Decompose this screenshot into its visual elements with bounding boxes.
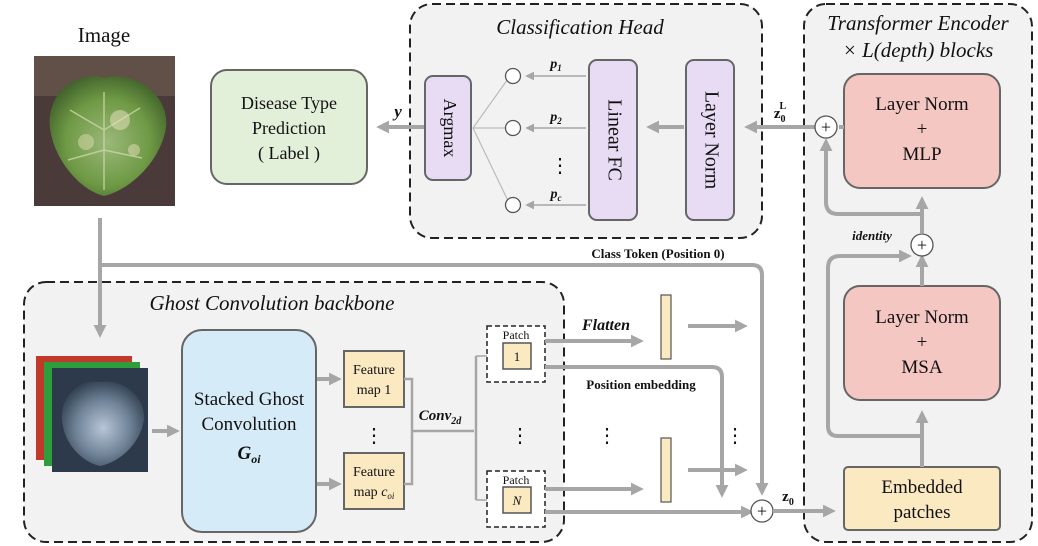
patch-n-number: N — [512, 493, 523, 508]
flat-ellipsis: ⋮ — [597, 425, 617, 447]
pc-label: pc — [550, 187, 562, 203]
output-node-2 — [504, 119, 522, 137]
identity-skip-1 — [826, 249, 922, 438]
fm1-line-2: map 1 — [357, 383, 392, 398]
p2-label: p2 — [549, 110, 562, 126]
fan-line-3 — [472, 127, 511, 206]
flatten-label: Flatten — [581, 317, 630, 334]
p1-label: p1 — [549, 57, 562, 73]
position-embedding-arrow — [545, 365, 729, 498]
stacked-line-2: Convolution — [201, 414, 297, 435]
add-node-2-label: + — [917, 235, 927, 255]
image-label: Image — [78, 23, 130, 47]
flat-vector-n — [660, 437, 672, 503]
encoder-title-1: Transformer Encoder — [827, 11, 1009, 35]
out-ellipsis: ⋮ — [725, 425, 745, 447]
output-node-1 — [504, 67, 522, 85]
ln-mlp-line-2: + — [917, 119, 928, 140]
identity-skip-2 — [819, 138, 922, 216]
fm-ellipsis: ⋮ — [364, 425, 384, 447]
encoder-title-2: × L(depth) blocks — [843, 38, 994, 62]
disease-line-1: Disease Type — [241, 93, 337, 113]
embedded-line-1: Embedded — [881, 477, 963, 498]
stacked-line-1: Stacked Ghost — [194, 389, 305, 410]
stacked-ghost-box — [181, 329, 317, 533]
fm1-line-1: Feature — [353, 363, 395, 378]
patch-1-cell — [502, 342, 532, 370]
linear-fc-label: Linear FC — [603, 99, 625, 181]
argmax-label: Argmax — [440, 99, 460, 158]
z0L-label: z0L — [774, 101, 787, 125]
patch-1-number: 1 — [514, 349, 521, 364]
backbone-title: Ghost Convolution backbone — [150, 291, 395, 315]
disease-prediction-box — [210, 69, 368, 185]
ln-msa-line-2: + — [917, 332, 928, 353]
fan-line-1 — [472, 75, 511, 129]
add-node-2 — [910, 233, 934, 257]
z0-label: z0 — [782, 489, 794, 508]
conv2d-label: Conv2d — [419, 408, 463, 427]
rgb-channel-stack — [36, 356, 148, 472]
layer-norm-label: Layer Norm — [700, 91, 722, 190]
fmc-line-2: map coi — [354, 485, 395, 501]
ln-mlp-line-1: Layer Norm — [875, 94, 969, 115]
ln-msa-line-3: MSA — [901, 357, 942, 378]
disease-line-3: ( Label ) — [258, 143, 320, 164]
add-node-1-label: + — [821, 117, 831, 137]
patch-ellipsis: ⋮ — [510, 425, 530, 447]
fmc-line-1: Feature — [353, 465, 395, 480]
feature-map-1-box — [343, 350, 405, 408]
position-embedding-label: Position embedding — [586, 377, 696, 392]
add-node-1 — [814, 115, 838, 139]
class-token-label: Class Token (Position 0) — [591, 246, 724, 261]
classification-head-title: Classification Head — [496, 15, 664, 39]
embedded-line-2: patches — [894, 502, 951, 523]
patch-n-cell — [502, 486, 532, 514]
argmax-box — [424, 75, 472, 181]
output-node-c — [504, 196, 522, 214]
add-node-z0-label: + — [757, 501, 767, 521]
y-label: y — [392, 102, 402, 121]
leaf-image — [34, 56, 175, 206]
linear-fc-box — [588, 59, 638, 221]
flat-vector-1 — [660, 294, 672, 360]
disease-line-2: Prediction — [252, 118, 326, 138]
patch-1-label: Patch — [503, 328, 530, 342]
goi-label: Goi — [237, 443, 261, 466]
patch-n-label: Patch — [503, 473, 530, 487]
feature-map-c-box — [343, 452, 405, 510]
layer-norm-box — [685, 59, 735, 221]
head-ellipsis: ⋮ — [550, 155, 570, 177]
ln-msa-line-1: Layer Norm — [875, 307, 969, 328]
identity-label: identity — [852, 228, 892, 243]
class-token-arrow — [100, 263, 769, 496]
ln-mlp-box — [843, 73, 1001, 189]
ln-mlp-line-3: MLP — [902, 144, 941, 165]
